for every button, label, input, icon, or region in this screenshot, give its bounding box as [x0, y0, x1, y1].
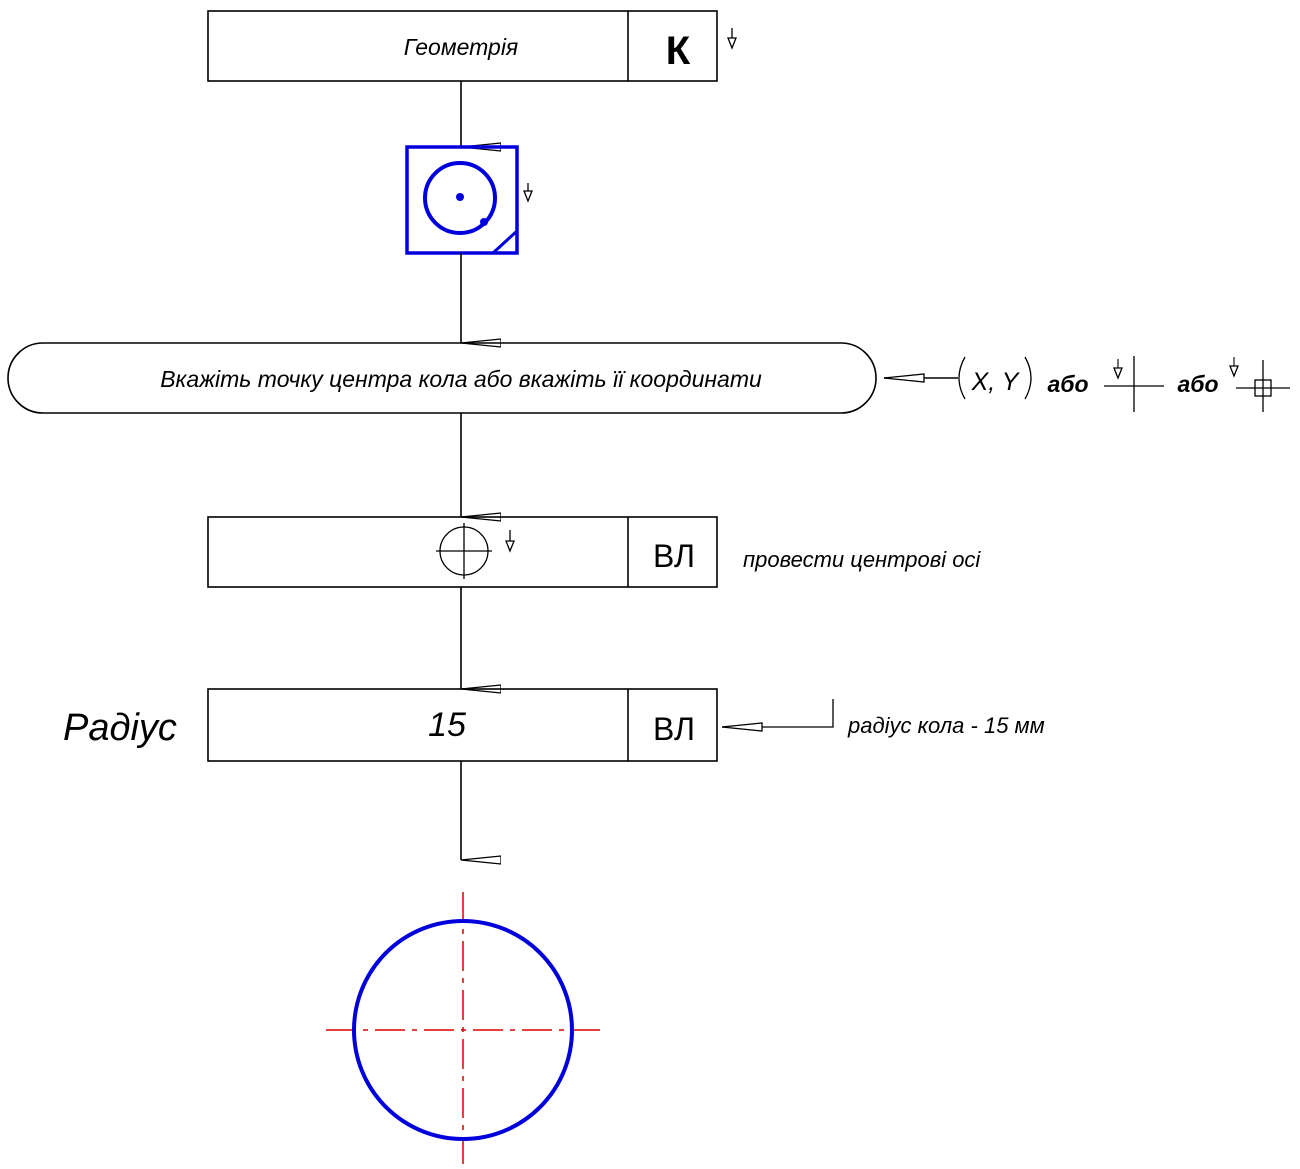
- circle-with-axes-icon: [436, 523, 492, 579]
- axes-note: провести центрові осі: [743, 547, 981, 572]
- crosshair-box-cursor-icon: [1229, 357, 1290, 412]
- cursor-pointer-icon: [523, 183, 533, 203]
- circle-center-point-icon[interactable]: [405, 145, 519, 255]
- radius-note: радіус кола - 15 мм: [847, 713, 1045, 738]
- radius-key: ВЛ: [653, 711, 695, 747]
- crosshair-cursor-icon: [1104, 356, 1164, 412]
- radius-leader: [721, 699, 834, 732]
- prompt-text: Вкажіть точку центра кола або вкажіть її…: [160, 366, 762, 392]
- radius-input-box[interactable]: 15 ВЛ: [207, 688, 718, 762]
- radius-value: 15: [428, 706, 466, 744]
- cursor-pointer-icon: [505, 530, 515, 553]
- geometry-menu-box[interactable]: Геометрія К: [207, 10, 718, 82]
- radius-label: Радіус: [63, 707, 177, 749]
- coords-text: X, Y: [971, 368, 1021, 396]
- result-circle-drawing: [326, 892, 600, 1164]
- or-label-1: або: [1047, 371, 1088, 397]
- geometry-key: К: [666, 29, 691, 73]
- command-prompt: Вкажіть точку центра кола або вкажіть її…: [7, 342, 877, 414]
- axes-key: ВЛ: [653, 538, 695, 574]
- geometry-label: Геометрія: [404, 34, 518, 60]
- cursor-pointer-icon: [727, 28, 737, 50]
- result-circle: [352, 919, 574, 1141]
- center-axes-box[interactable]: ВЛ: [207, 516, 718, 588]
- or-label-2: або: [1177, 371, 1218, 397]
- input-methods: X, Y або або: [883, 356, 1290, 412]
